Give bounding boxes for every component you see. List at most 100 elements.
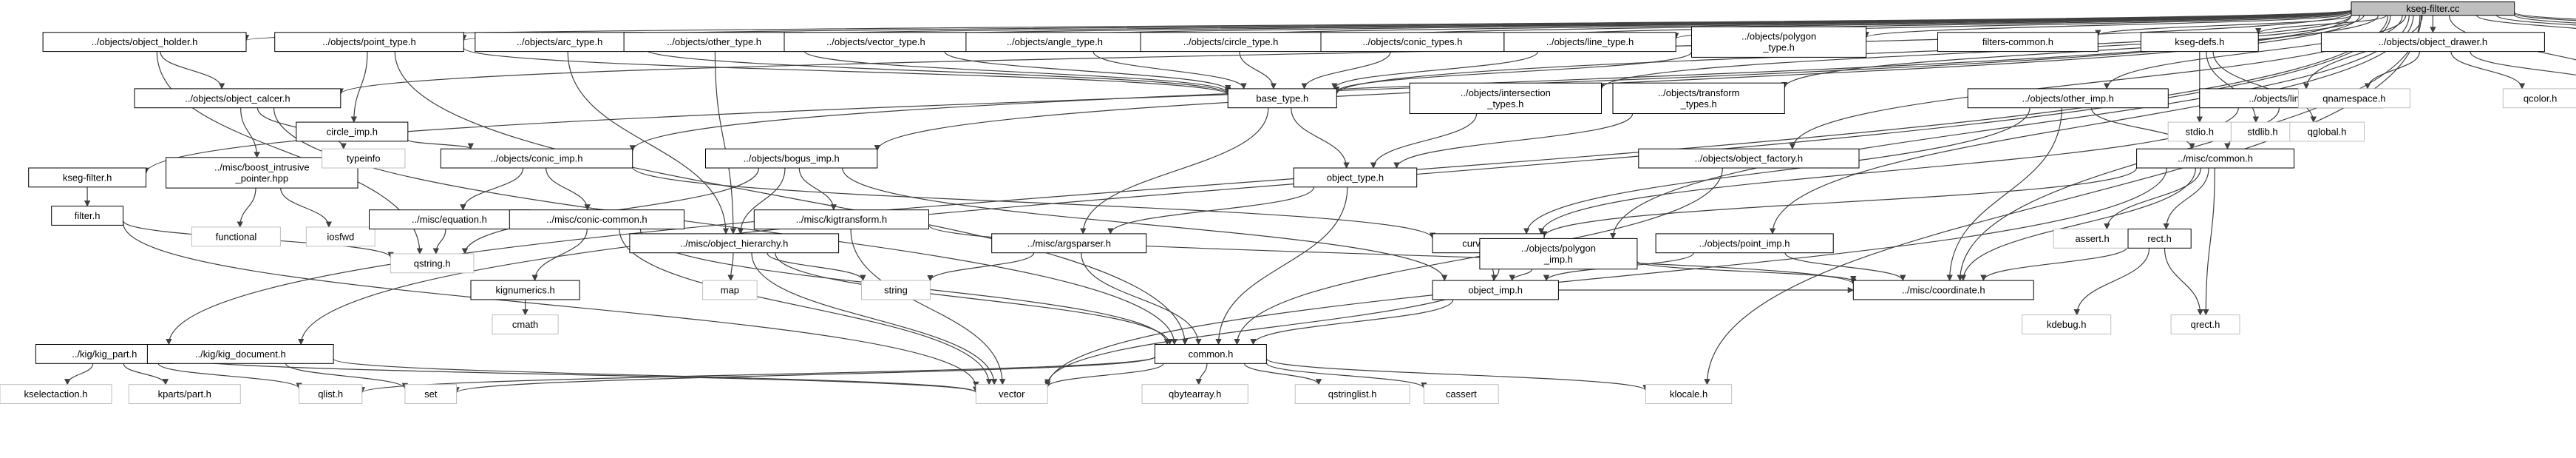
node-label: ../misc/coordinate.h bbox=[1902, 285, 1985, 296]
node-label: typeinfo bbox=[347, 153, 381, 164]
include-file-node[interactable]: ../objects/object_factory.h bbox=[1638, 148, 1860, 169]
include-file-node[interactable]: circle_imp.h bbox=[296, 121, 409, 142]
include-file-node[interactable]: ../objects/intersection_types.h bbox=[1409, 82, 1602, 114]
node-box bbox=[1293, 167, 1418, 188]
edge-n35-to-n43 bbox=[460, 167, 524, 211]
include-file-node[interactable]: ../misc/argsparser.h bbox=[991, 233, 1147, 254]
edge-n44-to-n54 bbox=[531, 229, 588, 281]
node-box bbox=[322, 148, 406, 169]
include-file-node[interactable]: kseg-filter.h bbox=[28, 167, 147, 188]
node-box bbox=[2170, 314, 2240, 334]
include-file-node[interactable]: kignumerics.h bbox=[470, 280, 580, 300]
node-box bbox=[390, 253, 475, 274]
edge-root-to-n24 bbox=[2104, 15, 2407, 90]
edge-root-to-n62 bbox=[166, 15, 2389, 346]
node-box bbox=[1227, 88, 1337, 109]
node-box bbox=[1432, 280, 1559, 300]
include-file-node[interactable]: ../objects/point_imp.h bbox=[1655, 233, 1834, 254]
include-file-node[interactable]: object_imp.h bbox=[1432, 280, 1559, 300]
edge-root-to-n19 bbox=[337, 11, 2352, 95]
node-label: ../objects/conic_types.h bbox=[1362, 36, 1462, 47]
node-label: ../objects/intersection bbox=[1461, 87, 1551, 98]
node-label: base_type.h bbox=[1256, 92, 1308, 104]
node-label: object_imp.h bbox=[1468, 285, 1523, 296]
edge-n3-to-n21 bbox=[643, 48, 1231, 95]
include-file-node[interactable]: kseg-defs.h bbox=[2140, 32, 2259, 53]
include-file-node[interactable]: ../misc/coordinate.h bbox=[1852, 280, 2034, 300]
node-box bbox=[2230, 121, 2295, 142]
include-file-node[interactable]: ../objects/conic_types.h bbox=[1320, 32, 1505, 53]
node-box bbox=[2502, 88, 2576, 109]
node-label: ../misc/argsparser.h bbox=[1027, 238, 1111, 249]
edge-n37-to-n47 bbox=[1107, 186, 1314, 235]
node-label: _types.h bbox=[1680, 98, 1717, 110]
node-label: ../objects/point_type.h bbox=[322, 36, 415, 47]
include-file-node[interactable]: ../objects/arc_type.h bbox=[475, 32, 645, 53]
node-box bbox=[1320, 32, 1505, 53]
include-file-node[interactable]: ../objects/other_imp.h bbox=[1967, 88, 2169, 109]
include-file-node: set bbox=[404, 384, 458, 405]
include-file-node[interactable]: ../objects/circle_type.h bbox=[1140, 32, 1322, 53]
node-box bbox=[2127, 229, 2192, 249]
edge-root-to-n25 bbox=[2303, 15, 2423, 90]
node-label: filters-common.h bbox=[1982, 36, 2053, 47]
include-file-node[interactable]: ../objects/angle_type.h bbox=[965, 32, 1144, 53]
edge-layer bbox=[64, 9, 2576, 394]
focus-file-node[interactable]: kseg-filter.cc bbox=[2351, 1, 2515, 16]
node-box bbox=[2140, 32, 2259, 53]
node-label: _types.h bbox=[1486, 98, 1523, 110]
include-file-node[interactable]: ../objects/object_calcer.h bbox=[134, 88, 341, 109]
node-box bbox=[1852, 280, 2034, 300]
node-label: circle_imp.h bbox=[327, 127, 378, 138]
edge-n64-to-n68 bbox=[453, 356, 1155, 394]
edge-n5-to-n21 bbox=[944, 51, 1231, 92]
node-box bbox=[629, 233, 840, 254]
include-file-node[interactable]: ../objects/bogus_imp.h bbox=[705, 148, 878, 169]
edge-n6-to-n21 bbox=[1092, 51, 1247, 90]
node-label: kseg-defs.h bbox=[2175, 36, 2224, 47]
edge-n9-to-n21 bbox=[1331, 51, 1539, 90]
node-box bbox=[2320, 32, 2545, 53]
include-file-node[interactable]: ../misc/object_hierarchy.h bbox=[629, 233, 840, 254]
edge-n62-to-n65 bbox=[64, 363, 94, 385]
node-box bbox=[191, 226, 281, 247]
edge-n2-to-n20 bbox=[350, 51, 368, 123]
include-file-node[interactable]: rect.h bbox=[2127, 229, 2192, 249]
include-file-node[interactable]: ../objects/other_type.h bbox=[623, 32, 805, 53]
edge-n50-to-n58 bbox=[1784, 252, 1906, 281]
node-box bbox=[134, 88, 341, 109]
include-file-node[interactable]: filters-common.h bbox=[1937, 32, 2098, 53]
include-file-node[interactable]: ../objects/line_type.h bbox=[1503, 32, 1676, 53]
include-file-node[interactable]: ../misc/common.h bbox=[2136, 148, 2295, 169]
include-file-node[interactable]: ../objects/transform_types.h bbox=[1612, 82, 1785, 114]
include-file-node[interactable]: ../misc/conic-common.h bbox=[509, 209, 684, 230]
include-file-node[interactable]: ../objects/polygon_type.h bbox=[1691, 26, 1867, 58]
node-label: ../objects/object_drawer.h bbox=[2379, 36, 2487, 47]
include-file-node[interactable]: object_type.h bbox=[1293, 167, 1418, 188]
node-box bbox=[623, 32, 805, 53]
include-file-node[interactable]: ../misc/equation.h bbox=[369, 209, 530, 230]
node-label: ../objects/vector_type.h bbox=[826, 36, 925, 47]
node-box bbox=[146, 344, 334, 364]
include-file-node[interactable]: ../objects/conic_imp.h bbox=[440, 148, 633, 169]
include-file-node[interactable]: base_type.h bbox=[1227, 88, 1337, 109]
include-file-node[interactable]: ../objects/object_holder.h bbox=[42, 32, 247, 53]
node-layer: kseg-filter.cc ../objects/object_holder.h… bbox=[0, 1, 2576, 405]
include-file-node[interactable]: ../objects/vector_type.h bbox=[784, 32, 968, 53]
include-file-node[interactable]: ../objects/point_type.h bbox=[274, 32, 464, 53]
include-file-node[interactable]: ../objects/object_drawer.h bbox=[2320, 32, 2545, 53]
edge-n45-to-n64 bbox=[775, 252, 1173, 346]
include-file-node[interactable]: filter.h bbox=[51, 206, 123, 226]
node-box bbox=[440, 148, 633, 169]
edge-n62-to-n66 bbox=[123, 363, 169, 385]
include-file-node: iosfwd bbox=[305, 226, 375, 247]
include-file-node[interactable]: ../objects/polygon_imp.h bbox=[1479, 238, 1638, 270]
include-file-node[interactable]: common.h bbox=[1154, 344, 1267, 364]
edge-root-to-n15 bbox=[2496, 15, 2576, 26]
include-file-node[interactable]: ../misc/kigtransform.h bbox=[753, 209, 929, 230]
include-file-node[interactable]: ../kig/kig_document.h bbox=[146, 344, 334, 364]
edge-n49-to-n69 bbox=[1044, 269, 1500, 386]
node-box bbox=[2136, 148, 2295, 169]
node-label: ../misc/equation.h bbox=[412, 214, 487, 225]
